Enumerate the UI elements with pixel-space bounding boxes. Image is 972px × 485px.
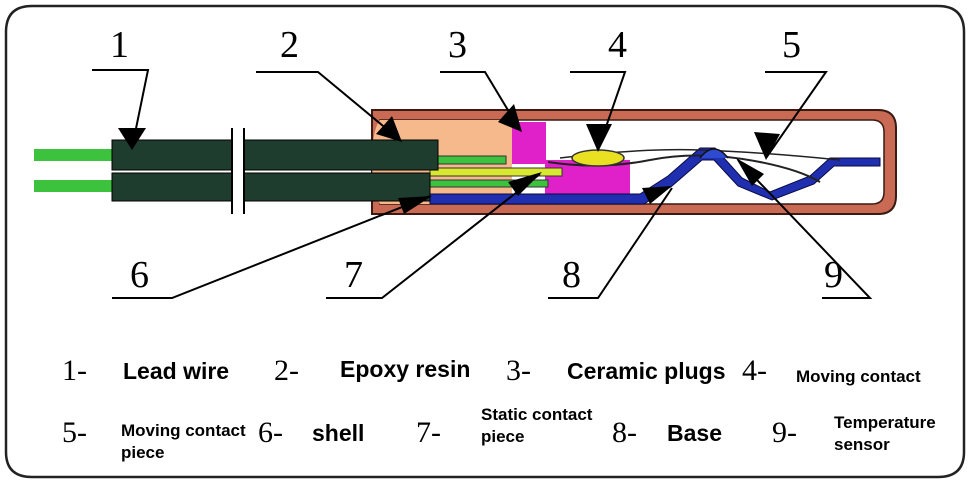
legend-num-3: 3- (506, 354, 531, 387)
lead-wire-bottom (111, 172, 431, 202)
callout-4: 4 (608, 24, 627, 66)
legend-label-8: Base (667, 420, 722, 446)
legend-label-6: shell (312, 420, 365, 446)
legend-num-4: 4- (742, 354, 767, 387)
callout-3: 3 (448, 24, 467, 66)
callout-6: 6 (130, 254, 149, 296)
legend-label-5: Moving contact piece (121, 421, 246, 462)
legend-label-1: Lead wire (123, 358, 230, 384)
lead-wire-top-core (34, 149, 114, 161)
legend-label-3: Ceramic plugs (567, 358, 726, 384)
legend-label-2: Epoxy resin (340, 356, 471, 382)
legend-num-6: 6- (258, 416, 283, 449)
moving-contact (571, 149, 625, 167)
legend-num-7: 7- (416, 416, 441, 449)
callout-9: 9 (824, 254, 843, 296)
temperature-sensor (699, 148, 729, 159)
callout-5: 5 (782, 24, 801, 66)
lead-wire-top (111, 139, 439, 171)
callout-8: 8 (562, 254, 581, 296)
legend-num-8: 8- (612, 416, 637, 449)
legend-label-9: Temperature sensor (834, 413, 936, 454)
legend-num-5: 5- (62, 416, 87, 449)
legend-label-4: Moving contact (796, 367, 921, 386)
legend-num-9: 9- (772, 416, 797, 449)
callout-2: 2 (280, 24, 299, 66)
legend-num-2: 2- (274, 354, 299, 387)
static-contact-piece (429, 167, 563, 177)
legend-num-1: 1- (62, 354, 87, 387)
callout-1: 1 (110, 24, 129, 66)
legend-label-7: Static contact piece (481, 405, 593, 446)
lead-wire-bottom-core (34, 180, 114, 192)
callout-7: 7 (344, 254, 363, 296)
